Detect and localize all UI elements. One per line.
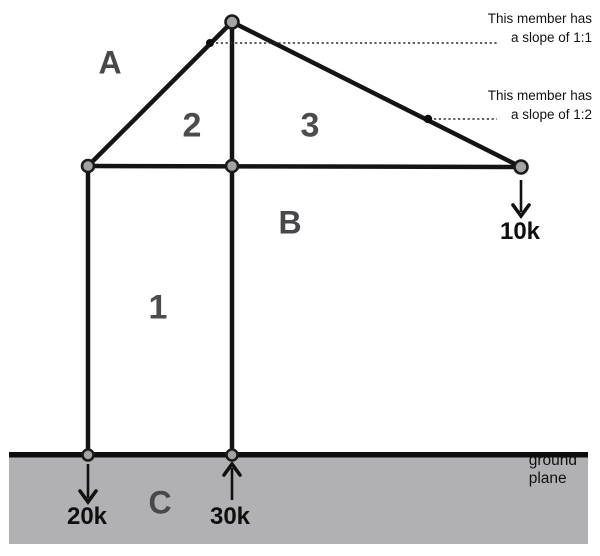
annotation-slope-1-1: This member has a slope of 1:1 <box>488 9 592 47</box>
load-arrow-10k-down <box>511 180 531 220</box>
node-right <box>513 159 529 175</box>
region-label-b: B <box>278 204 302 241</box>
member-number-3: 3 <box>300 106 320 145</box>
ground-plane <box>9 452 588 544</box>
annotation-slope-1-1-line1: This member has <box>487 11 592 26</box>
reaction-arrow-20k-down <box>78 464 98 506</box>
member-number-1: 1 <box>148 288 168 327</box>
slope-1-1-reference-dot <box>206 39 214 47</box>
force-label-30k: 30k <box>209 503 251 530</box>
region-label-c: C <box>148 484 172 521</box>
region-label-a: A <box>98 44 122 81</box>
node-middle <box>224 158 240 174</box>
member-number-2: 2 <box>182 106 202 145</box>
force-label-20k: 20k <box>66 503 108 530</box>
annotation-slope-1-2-line1: This member has <box>487 88 592 103</box>
member-horizontal-chord <box>85 163 524 170</box>
node-apex <box>224 14 240 30</box>
member-right-diagonal-slope-1-2 <box>229 19 524 170</box>
slope-1-2-reference-dot <box>423 114 433 124</box>
force-label-10k: 10k <box>499 218 541 245</box>
annotation-slope-1-2-line2: a slope of 1:2 <box>510 107 592 122</box>
annotation-slope-1-2: This member has a slope of 1:2 <box>488 86 592 124</box>
reaction-arrow-30k-up <box>222 460 242 500</box>
ground-plane-label: ground plane <box>528 452 577 487</box>
annotation-slope-1-1-line2: a slope of 1:1 <box>510 30 592 45</box>
node-ground-left <box>81 448 95 462</box>
node-ground-middle <box>225 448 239 462</box>
ground-surface-line <box>9 452 588 458</box>
node-left <box>80 158 96 174</box>
